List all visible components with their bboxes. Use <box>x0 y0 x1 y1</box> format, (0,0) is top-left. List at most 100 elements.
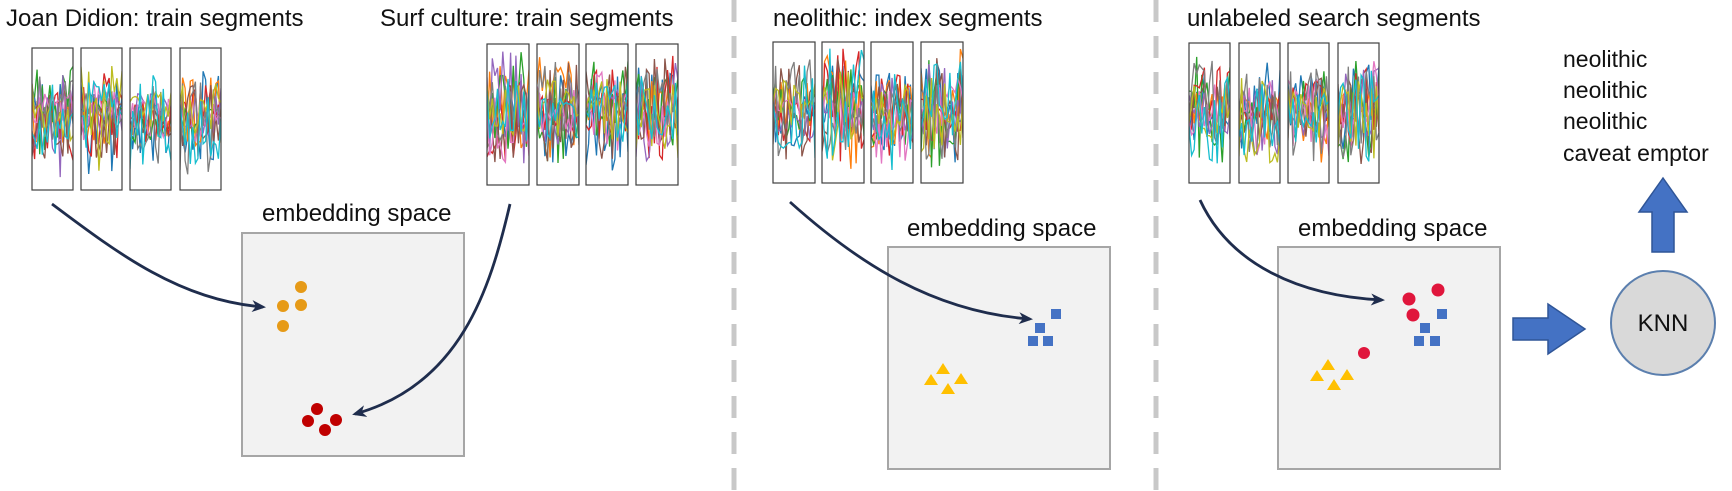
joan-didion-label: Joan Didion: train segments <box>6 5 304 32</box>
yellow-triangle-point <box>1321 359 1335 370</box>
blue-square-point <box>1043 336 1053 346</box>
red-query-point <box>1402 292 1416 306</box>
blue-square-point <box>1420 323 1430 333</box>
signal-thumbnail <box>1287 42 1330 184</box>
signal-line <box>1189 84 1230 140</box>
red-query-point <box>1431 283 1445 297</box>
signal-line <box>1189 56 1230 163</box>
signal-thumbnail <box>31 47 74 191</box>
yellow-triangle-point <box>1327 379 1341 390</box>
thumbnail-frame <box>821 41 865 184</box>
unlabeled-search-thumbnails <box>1188 42 1380 184</box>
signal-thumbnail <box>585 43 629 186</box>
result-item: neolithic <box>1563 77 1647 103</box>
thumbnail-frame <box>31 47 74 191</box>
blue-square-point <box>1414 336 1424 346</box>
yellow-triangle-point <box>1340 369 1354 380</box>
darkred-point <box>302 415 314 427</box>
signal-line <box>130 88 171 140</box>
embedding-space-box-1 <box>241 232 465 457</box>
signal-line <box>1239 78 1280 164</box>
signal-line <box>32 76 73 140</box>
result-item: neolithic <box>1563 108 1647 134</box>
signal-line <box>1288 92 1329 143</box>
signal-line <box>1239 84 1280 156</box>
signal-line <box>487 84 529 137</box>
signal-thumbnail <box>1337 42 1380 184</box>
signal-line <box>871 74 913 171</box>
signal-thumbnail <box>486 43 530 186</box>
signal-line <box>773 65 815 160</box>
thumbnail-frame <box>920 41 964 184</box>
surf-culture-label: Surf culture: train segments <box>380 5 673 32</box>
signal-line <box>871 83 913 147</box>
thumbnail-frame <box>585 43 629 186</box>
orange-point <box>277 300 289 312</box>
signal-line <box>1189 75 1230 164</box>
blue-square-point <box>1430 336 1440 346</box>
signal-line <box>537 79 579 136</box>
signal-line <box>921 63 963 149</box>
signal-line <box>773 65 815 159</box>
signal-line <box>180 97 221 166</box>
signal-thumbnail <box>772 41 816 184</box>
search-embedding-triangles <box>1310 359 1354 390</box>
search-query-points <box>1358 283 1445 359</box>
signal-line <box>487 51 529 164</box>
joan-didion-thumbnails <box>31 47 222 191</box>
signal-line <box>921 61 963 136</box>
red-query-point <box>1358 347 1370 359</box>
signal-thumbnail <box>870 41 914 184</box>
red-query-point <box>1406 308 1420 322</box>
signal-line <box>636 76 678 140</box>
signal-line <box>81 80 122 141</box>
search-embedding-squares <box>1414 309 1447 346</box>
unlabeled-search-label: unlabeled search segments <box>1187 5 1481 32</box>
thumbnail-frame <box>1188 42 1231 184</box>
thumbnail-frame <box>129 47 172 191</box>
darkred-point <box>330 414 342 426</box>
signal-line <box>586 79 628 142</box>
signal-thumbnail <box>1238 42 1281 184</box>
result-item: neolithic <box>1563 46 1647 72</box>
signal-line <box>537 61 579 145</box>
thumbnail-frame <box>1238 42 1281 184</box>
signal-thumbnail <box>635 43 679 186</box>
signal-line <box>773 59 815 157</box>
signal-line <box>1288 68 1329 162</box>
signal-line <box>130 75 171 170</box>
thumbnail-frame <box>635 43 679 186</box>
index-embedding-squares <box>1028 309 1061 346</box>
blue-square-point <box>1051 309 1061 319</box>
neolithic-index-label: neolithic: index segments <box>773 5 1042 32</box>
orange-point <box>277 320 289 332</box>
signal-line <box>822 48 864 159</box>
embedding-space-label-1: embedding space <box>262 200 451 227</box>
blue-square-point <box>1437 309 1447 319</box>
signal-line <box>1338 70 1379 162</box>
orange-point <box>295 299 307 311</box>
signal-line <box>180 81 221 175</box>
signal-line <box>1239 73 1280 156</box>
yellow-triangle-point <box>924 374 938 385</box>
index-embedding-triangles <box>924 363 968 394</box>
signal-line <box>921 77 963 153</box>
embedding-space-label-3: embedding space <box>1298 215 1487 242</box>
signal-thumbnail <box>920 41 964 184</box>
blue-square-point <box>1035 323 1045 333</box>
orange-point <box>295 281 307 293</box>
signal-line <box>537 97 579 141</box>
signal-line <box>586 78 628 142</box>
signal-line <box>32 84 73 155</box>
darkred-point <box>311 403 323 415</box>
block-arrow-right <box>1512 302 1587 356</box>
result-item: caveat emptor <box>1563 140 1709 166</box>
neolithic-index-thumbnails <box>772 41 964 184</box>
knn-classifier <box>1610 270 1716 376</box>
embedding-space-label-2: embedding space <box>907 215 1096 242</box>
knn-label: KNN <box>1638 310 1689 337</box>
thumbnail-frame <box>179 47 222 191</box>
thumbnail-frame <box>80 47 123 191</box>
arrow-surf-culture-to-embedding <box>352 203 512 417</box>
yellow-triangle-point <box>936 363 950 374</box>
